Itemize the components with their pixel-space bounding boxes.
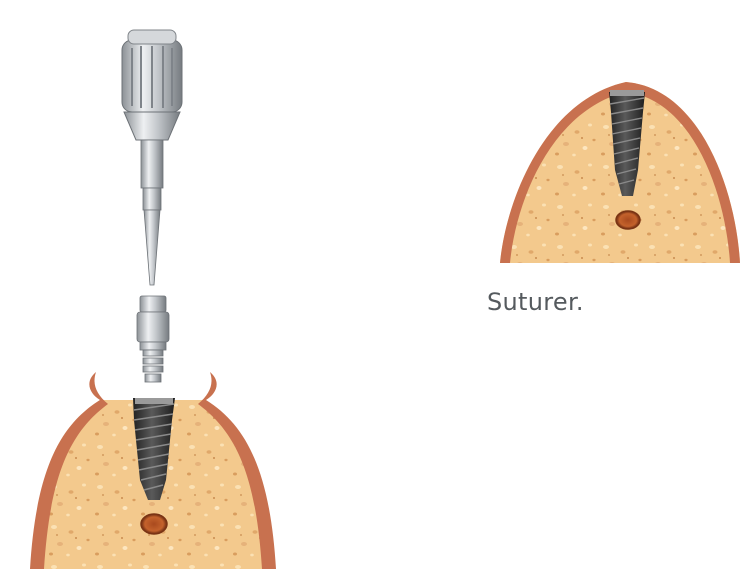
abutment-icon: [137, 296, 169, 382]
nerve-canal-left: [141, 514, 167, 534]
screwdriver-icon: [122, 30, 182, 285]
caption-suturer: Suturer.: [487, 288, 584, 316]
nerve-canal-right: [616, 211, 640, 229]
